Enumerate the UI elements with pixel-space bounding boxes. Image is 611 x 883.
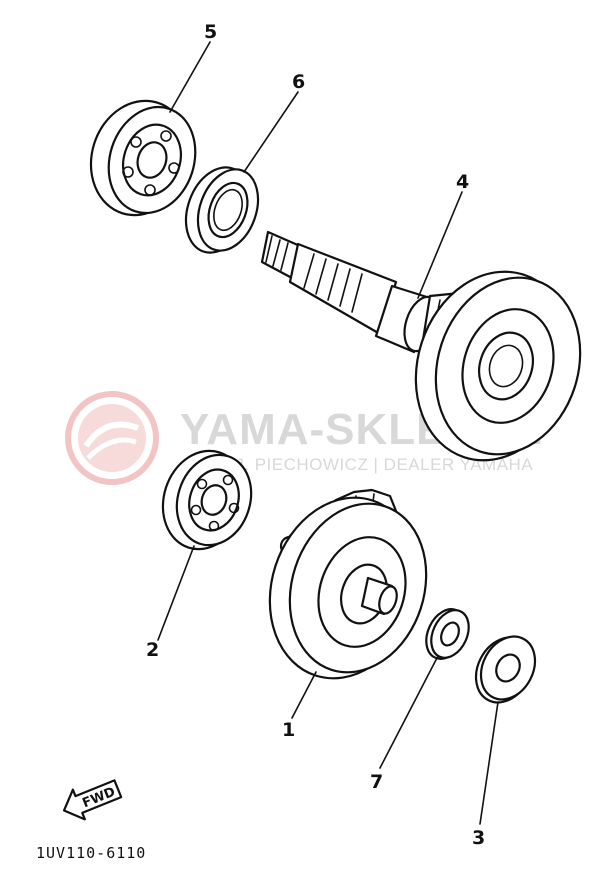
callout-4: 4	[456, 171, 469, 193]
fwd-arrow: FWD	[62, 779, 123, 821]
callout-3: 3	[472, 827, 485, 849]
leader-3	[479, 701, 499, 825]
watermark-logo	[65, 391, 159, 485]
callout-2: 2	[146, 639, 159, 661]
callout-5: 5	[204, 21, 217, 43]
callout-1: 1	[282, 719, 295, 741]
leader-7	[379, 655, 439, 769]
part-3-washer[interactable]	[465, 627, 545, 712]
leader-5	[169, 41, 211, 113]
leader-2	[157, 545, 195, 641]
part-4-shaft-gear[interactable]	[260, 230, 602, 481]
part-6-oil-seal[interactable]	[175, 158, 269, 261]
part-2-bearing[interactable]	[151, 440, 263, 560]
watermark-subtitle: WOJ. PIECHOWICZ | DEALER YAMAHA	[205, 455, 533, 474]
leader-4	[417, 191, 463, 299]
callout-numbers: 5 6 4 2 1 7 3	[146, 21, 485, 849]
leader-lines	[157, 41, 499, 825]
callout-7: 7	[370, 771, 383, 793]
leader-1	[291, 671, 317, 719]
leader-6	[243, 91, 299, 173]
part-1-gear[interactable]	[247, 478, 447, 697]
part-5-bearing[interactable]	[76, 88, 208, 228]
fwd-arrow-icon	[62, 779, 123, 821]
callout-6: 6	[292, 71, 305, 93]
diagram-code: 1UV110-6110	[36, 844, 146, 862]
part-7-washer[interactable]	[419, 603, 476, 665]
